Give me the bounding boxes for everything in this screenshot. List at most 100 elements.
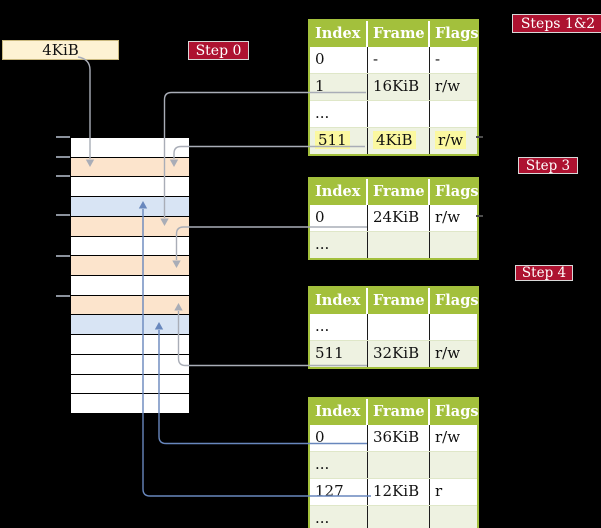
table-row: 511 32KiB r/w [310, 341, 477, 367]
memory-tick [56, 214, 70, 216]
badge-step-0: Step 0 [188, 41, 249, 60]
memory-row [71, 197, 189, 216]
memory-row [71, 138, 189, 157]
memory-row [71, 216, 189, 236]
cell-frame: 16KiB [368, 74, 430, 100]
page-table-level1: Index Frame Flags 0 24KiB r/w ... [308, 177, 479, 260]
highlight: 4KiB [373, 131, 416, 149]
column-header-flags: Flags [430, 179, 479, 205]
column-header-index: Index [310, 399, 368, 425]
cell-flags [430, 232, 477, 258]
root-pointer-box: 4KiB [2, 40, 119, 60]
column-header-frame: Frame [368, 288, 430, 314]
cell-frame [368, 314, 430, 340]
cell-frame [368, 452, 430, 478]
memory-tick [56, 295, 70, 297]
column-header-index: Index [310, 179, 368, 205]
memory-row [71, 374, 189, 394]
memory-row [71, 335, 189, 354]
table-row: ... [310, 101, 477, 128]
root-pointer-label: 4KiB [42, 41, 79, 59]
cell-frame: 24KiB [368, 205, 430, 231]
cell-flags: r [435, 482, 443, 500]
memory-tick [56, 136, 70, 138]
cell-frame: 4KiB [368, 128, 430, 154]
cell-flags [430, 101, 477, 127]
cell-flags: r/w [430, 341, 477, 367]
cell-frame: 12KiB [368, 479, 430, 505]
memory-row [71, 315, 189, 335]
page-table-level0: Index Frame Flags 0 - - 1 16KiB r/w ... … [308, 19, 479, 156]
highlight: 511 [315, 131, 350, 149]
cell-flags [430, 506, 477, 528]
table-row: ... [310, 506, 477, 528]
memory-tick [56, 175, 70, 177]
highlight: r/w [435, 131, 467, 149]
memory-row [71, 177, 189, 197]
column-header-flags: Flags [430, 21, 479, 47]
cell-index: ... [310, 314, 368, 340]
cell-index: 511 [310, 128, 368, 154]
badge-step-4: Step 4 [515, 265, 573, 281]
cell-index: 0 [310, 425, 368, 451]
table-row: 0 36KiB r/w [310, 425, 477, 452]
cell-index: 1 [310, 74, 368, 100]
table-header-row: Index Frame Flags [310, 399, 479, 425]
table-row: 127 12KiB r [310, 479, 477, 506]
memory-row [71, 295, 189, 315]
table-row: ... [310, 452, 477, 479]
cell-flags [430, 314, 477, 340]
badge-step-3: Step 3 [518, 157, 578, 174]
cell-frame: - [368, 47, 430, 73]
row-marker [476, 136, 483, 138]
cell-frame: 36KiB [368, 425, 430, 451]
cell-index: 127 [310, 479, 368, 505]
cell-flags: - [435, 50, 441, 68]
cell-index: ... [310, 452, 368, 478]
cell-index: ... [310, 506, 368, 528]
memory-row [71, 275, 189, 295]
table-header-row: Index Frame Flags [310, 179, 479, 205]
cell-flags: r/w [430, 74, 477, 100]
cell-index: 511 [310, 341, 368, 367]
table-header-row: Index Frame Flags [310, 288, 479, 314]
cell-frame [368, 506, 430, 528]
cell-flags: r/w [435, 208, 461, 226]
page-table-leaf: Index Frame Flags 0 36KiB r/w ... 127 12… [308, 397, 479, 528]
memory-tick [56, 156, 70, 158]
cell-index: 0 [310, 47, 368, 73]
memory-row [71, 394, 189, 413]
column-header-index: Index [310, 21, 368, 47]
column-header-index: Index [310, 288, 368, 314]
memory-row [71, 236, 189, 256]
table-header-row: Index Frame Flags [310, 21, 479, 47]
table-row: 0 - - [310, 47, 477, 74]
column-header-flags: Flags [430, 399, 479, 425]
cell-frame [368, 232, 430, 258]
column-header-frame: Frame [368, 179, 430, 205]
table-row: 1 16KiB r/w [310, 74, 477, 101]
memory-column [70, 137, 190, 414]
cell-flags [430, 452, 477, 478]
table-row: ... [310, 232, 477, 258]
cell-frame [368, 101, 430, 127]
cell-flags: r/w [435, 428, 461, 446]
cell-frame: 32KiB [368, 341, 430, 367]
cell-index: ... [310, 101, 368, 127]
column-header-frame: Frame [368, 21, 430, 47]
cell-flags: r/w [430, 128, 477, 154]
badge-steps-1-2: Steps 1&2 [512, 14, 601, 33]
table-row-highlighted: 511 4KiB r/w [310, 128, 477, 154]
memory-row [71, 256, 189, 275]
memory-row [71, 354, 189, 374]
cell-index: ... [310, 232, 368, 258]
column-header-frame: Frame [368, 399, 430, 425]
row-marker [476, 215, 483, 217]
table-row: 0 24KiB r/w [310, 205, 477, 232]
table-row: ... [310, 314, 477, 341]
memory-row [71, 157, 189, 177]
column-header-flags: Flags [430, 288, 479, 314]
page-table-level2: Index Frame Flags ... 511 32KiB r/w [308, 286, 479, 369]
cell-index: 0 [310, 205, 368, 231]
